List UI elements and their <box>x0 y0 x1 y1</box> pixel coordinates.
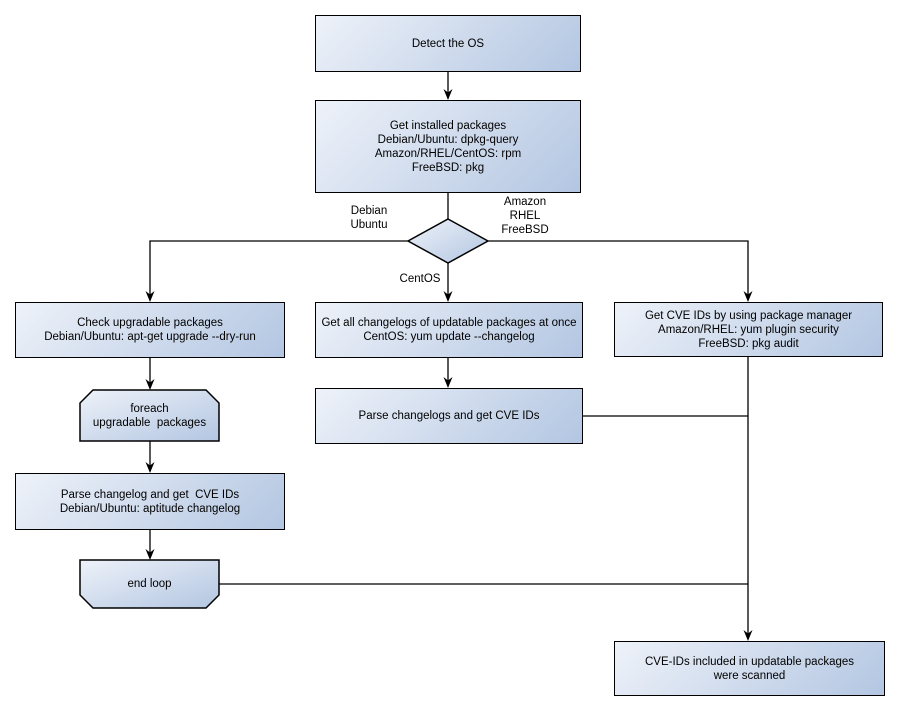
edge-label-line: Amazon <box>503 196 547 208</box>
edge-label-debian-ubuntu: Debian Ubuntu <box>338 204 400 232</box>
node-text-line: Detect the OS <box>411 37 485 50</box>
node-get-installed-packages: Get installed packages Debian/Ubuntu: dp… <box>315 100 581 193</box>
node-text-line: CVE-IDs included in updatable packages <box>644 655 855 668</box>
node-text-line: FreeBSD: pkg audit <box>698 337 799 350</box>
node-parse-changelogs-centos: Parse changelogs and get CVE IDs <box>315 388 583 444</box>
node-text-line: Get CVE IDs by using package manager <box>644 309 853 322</box>
node-result-scanned: CVE-IDs included in updatable packages w… <box>614 641 885 696</box>
edge-label-amazon-rhel-freebsd: Amazon RHEL FreeBSD <box>494 195 556 237</box>
node-text-line: Amazon/RHEL: yum plugin security <box>658 323 839 336</box>
edge-label-line: FreeBSD <box>501 224 549 236</box>
node-text-line: CentOS: yum update --changelog <box>363 331 535 343</box>
node-text-line: Parse changelog and get CVE IDs <box>60 488 240 501</box>
node-text-line: were scanned <box>713 669 786 682</box>
edge-label-line: RHEL <box>509 210 541 222</box>
node-parse-changelog-debian: Parse changelog and get CVE IDs Debian/U… <box>15 473 285 530</box>
node-text-line: FreeBSD: pkg <box>411 161 485 174</box>
arrowhead <box>145 462 155 473</box>
edge-label-line: Ubuntu <box>350 219 388 231</box>
node-text-line: end loop <box>127 578 172 590</box>
arrowhead <box>743 630 753 641</box>
arrowhead <box>443 89 453 100</box>
node-text-line: upgradable packages <box>92 416 207 429</box>
node-check-upgradable-packages: Check upgradable packages Debian/Ubuntu:… <box>15 302 285 358</box>
node-end-loop-label: end loop <box>80 560 219 608</box>
node-text-line: Debian/Ubuntu: dpkg-query <box>377 133 519 146</box>
arrowhead <box>743 291 753 302</box>
node-text-line: Get all changelogs of updatable packages… <box>321 317 577 329</box>
node-text-line: foreach <box>130 402 169 415</box>
edge-label-line: CentOS <box>399 273 441 285</box>
arrowhead <box>145 379 155 390</box>
node-foreach-loop-label: foreach upgradable packages <box>80 390 219 441</box>
node-get-cve-ids-pkg-manager: Get CVE IDs by using package manager Ama… <box>614 302 883 357</box>
node-text-line: Amazon/RHEL/CentOS: rpm <box>374 147 522 160</box>
edge-decision-amazon <box>488 240 749 299</box>
edge-label-centos: CentOS <box>391 272 449 286</box>
node-text-line: Parse changelogs and get CVE IDs <box>358 410 540 422</box>
node-text-line: Get installed packages <box>389 119 507 132</box>
node-text-line: Debian/Ubuntu: aptitude changelog <box>59 502 241 515</box>
node-get-all-changelogs: Get all changelogs of updatable packages… <box>315 302 583 358</box>
node-text-line: Check upgradable packages <box>77 317 223 329</box>
arrowhead <box>443 377 453 388</box>
arrowhead <box>145 549 155 560</box>
edge-decision-debian <box>149 240 408 299</box>
node-text-line: Debian/Ubuntu: apt-get upgrade --dry-run <box>44 331 256 343</box>
arrowhead <box>145 291 155 302</box>
edge-label-line: Debian <box>350 205 388 217</box>
node-detect-os: Detect the OS <box>315 15 581 72</box>
arrowhead <box>443 291 453 302</box>
os-decision-diamond <box>406 218 490 264</box>
